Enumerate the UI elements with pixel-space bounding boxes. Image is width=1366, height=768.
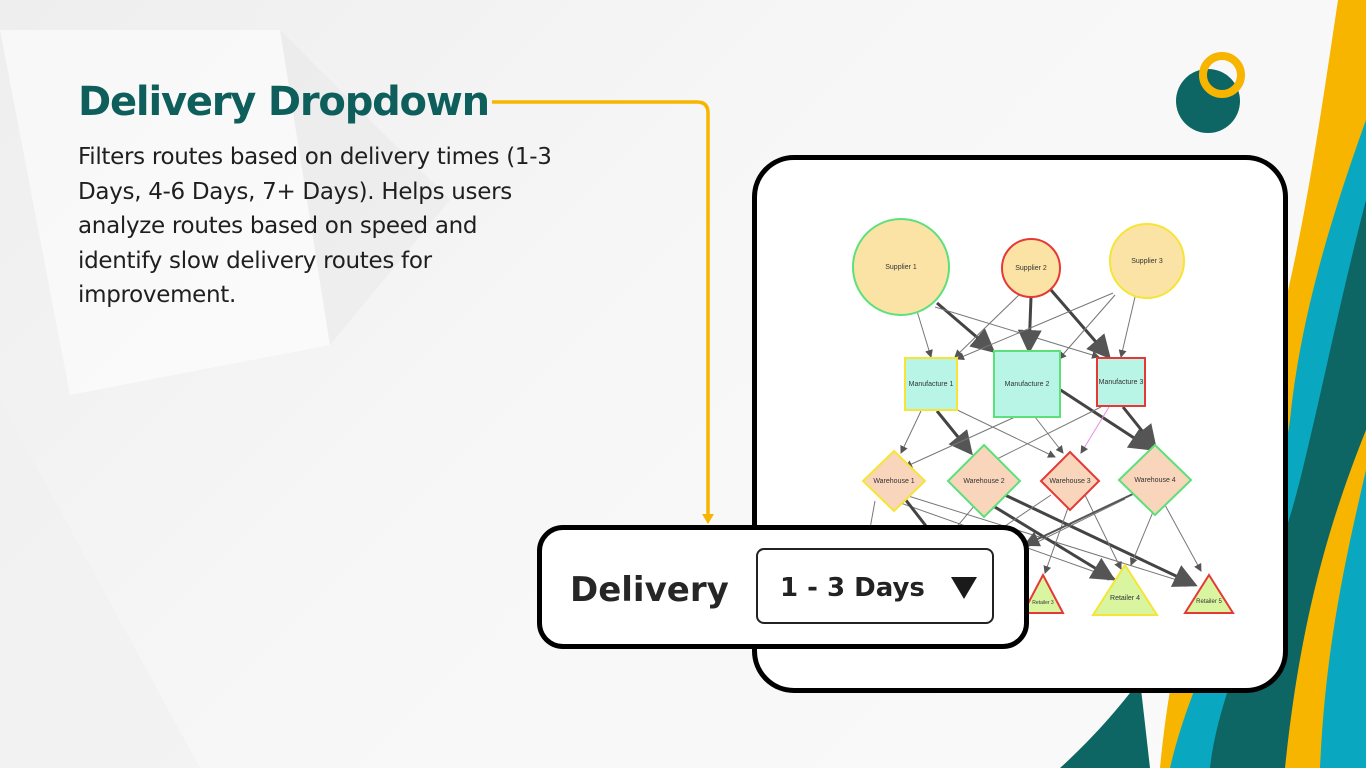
graph-node-label: Manufacture 1: [909, 381, 954, 388]
graph-node: Manufacture 1: [904, 357, 958, 411]
graph-node: Retailer 3: [1021, 572, 1065, 614]
page-description: Filters routes based on delivery times (…: [78, 144, 552, 308]
graph-node: Retailer 4: [1091, 563, 1159, 616]
delivery-label: Delivery: [570, 570, 729, 610]
graph-node-label: Supplier 1: [885, 264, 917, 271]
supply-chain-graph: Supplier 1 Supplier 2 Supplier 3 Manufac…: [852, 218, 1235, 616]
graph-node-label: Manufacture 3: [1099, 379, 1144, 386]
graph-node-label: Supplier 3: [1131, 258, 1163, 265]
graph-node: Retailer 5: [1183, 573, 1235, 614]
graph-nodes: Supplier 1 Supplier 2 Supplier 3 Manufac…: [852, 218, 1235, 616]
graph-node: Manufacture 3: [1096, 357, 1146, 407]
graph-node: Warehouse 4: [1117, 443, 1193, 517]
graph-node-label: Warehouse 4: [1134, 477, 1175, 484]
graph-node: Supplier 2: [1001, 238, 1061, 298]
graph-node-label: Retailer 4: [1110, 595, 1140, 602]
graph-node-label: Retailer 5: [1196, 599, 1222, 605]
graph-node-label: Warehouse 2: [963, 478, 1004, 485]
delivery-filter-panel: Delivery 1 - 3 Days: [537, 525, 1029, 649]
delivery-dropdown[interactable]: 1 - 3 Days: [756, 548, 994, 624]
graph-node-label: Warehouse 3: [1049, 478, 1090, 485]
graph-node: Warehouse 2: [946, 443, 1022, 519]
graph-node: Supplier 1: [852, 218, 950, 316]
graph-node: Warehouse 1: [861, 449, 927, 513]
triangle-down-icon[interactable]: [951, 577, 977, 599]
graph-node-label: Warehouse 1: [873, 478, 914, 485]
graph-node: Manufacture 2: [993, 350, 1061, 418]
graph-node-label: Retailer 3: [1032, 600, 1054, 606]
graph-node-label: Manufacture 2: [1005, 381, 1050, 388]
graph-node: Supplier 3: [1109, 223, 1185, 299]
graph-node: Warehouse 3: [1039, 450, 1101, 512]
graph-edges: [864, 289, 1202, 587]
delivery-selected-value: 1 - 3 Days: [780, 573, 925, 603]
graph-node-label: Supplier 2: [1015, 265, 1047, 272]
page-title: Delivery Dropdown: [78, 79, 490, 125]
brand-logo-icon: [1176, 52, 1245, 133]
